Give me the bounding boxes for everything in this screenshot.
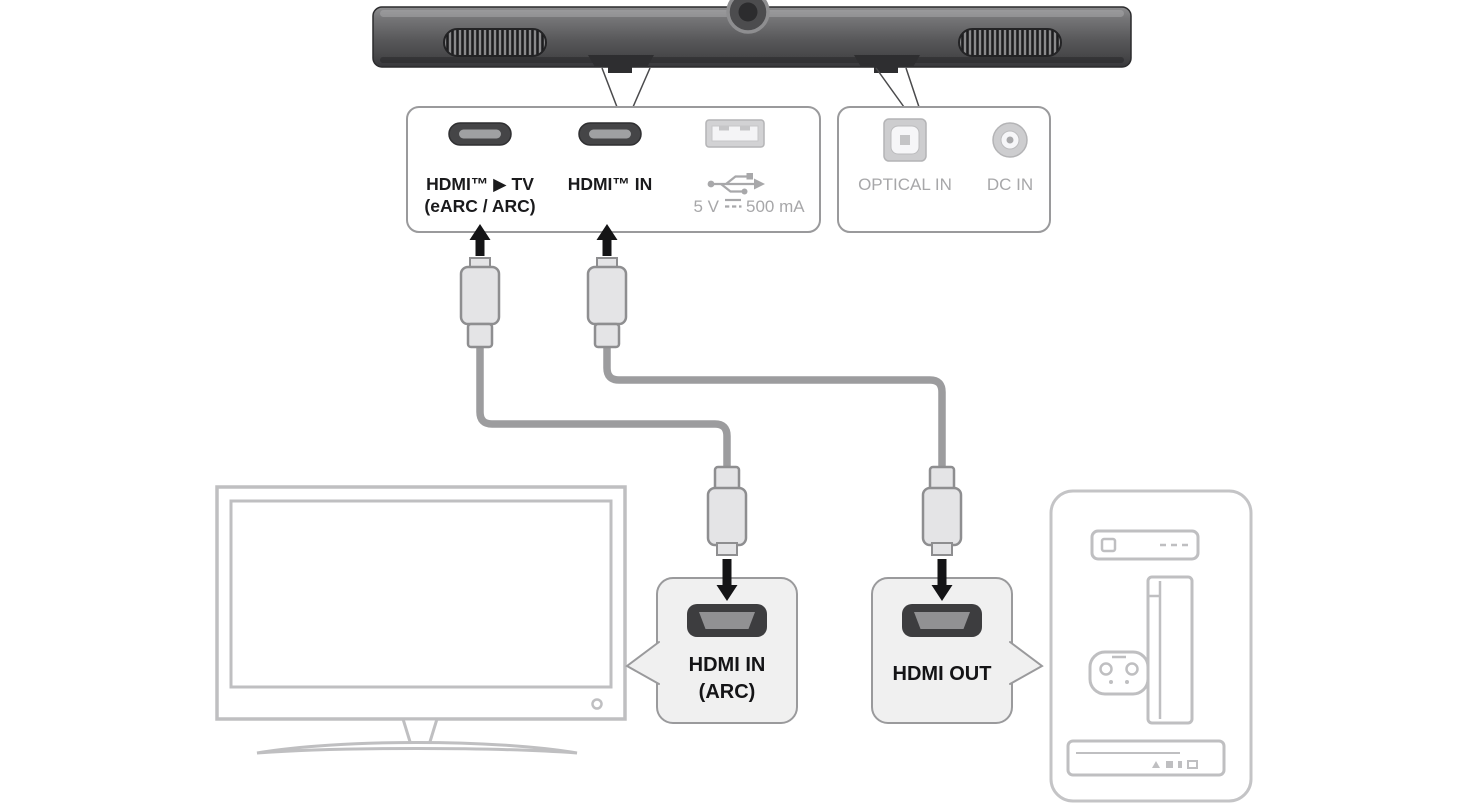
gamepad-icon <box>1088 650 1150 696</box>
soundbar-foot-left <box>588 55 654 73</box>
hdmi-cable-device <box>603 336 946 476</box>
down-arrow-icon <box>716 559 738 601</box>
usb-port-icon <box>705 119 765 148</box>
external-devices-panel <box>1049 489 1253 803</box>
tv-callout-pointer <box>627 642 659 684</box>
tv-port-label-line2: (ARC) <box>699 681 756 703</box>
callout-line <box>601 67 618 108</box>
tv-port-callout: HDMI IN (ARC) <box>625 577 798 724</box>
hdmi-in-port-icon <box>578 122 642 146</box>
tv-screen <box>229 499 613 689</box>
soundbar-bottom-shade <box>380 57 1124 63</box>
device-port-label: HDMI OUT <box>893 663 992 685</box>
tv-port-label-line1: HDMI IN <box>689 654 766 676</box>
device-callout-pointer <box>1010 642 1042 684</box>
usb-rating-prefix: 5 V <box>693 197 719 216</box>
soundbar-grille-right <box>958 28 1062 57</box>
tv-stand-base <box>256 741 578 755</box>
hdmi-port-icon <box>902 604 982 637</box>
dc-jack-icon <box>992 122 1028 158</box>
hdmi-port-icon <box>687 604 767 637</box>
device-port-callout: HDMI OUT <box>871 577 1044 724</box>
soundbar-foot-right <box>854 55 920 73</box>
set-top-box-icon <box>1090 529 1200 561</box>
usb-rating-suffix: 500 mA <box>746 197 805 216</box>
optical-port-icon <box>883 118 927 162</box>
hdmi-tv-port-icon <box>448 122 512 146</box>
hdmi-in-port-label: HDMI™ IN <box>568 174 653 194</box>
soundbar-grille-left <box>443 28 547 57</box>
dc-port-label: DC IN <box>987 175 1033 194</box>
soundbar-illustration <box>372 0 1132 73</box>
tv-illustration <box>215 485 627 755</box>
direct-current-icon <box>725 198 742 208</box>
bluray-player-icon <box>1066 739 1226 777</box>
soundbar-knob-inner <box>738 2 758 22</box>
game-console-icon <box>1146 575 1194 725</box>
callout-line <box>875 67 905 108</box>
hdmi-tv-port-sublabel: (eARC / ARC) <box>424 196 535 216</box>
callout-line <box>905 67 920 108</box>
callout-line <box>632 67 651 108</box>
hdmi-connector-top-right <box>586 257 628 349</box>
callout-pointer-lines <box>601 67 920 108</box>
down-arrow-icon <box>931 559 953 601</box>
hdmi-connector-bottom-left <box>706 465 748 556</box>
rear-ports-panel: HDMI™ ▶ TV (eARC / ARC) HDMI™ IN 5 V 500… <box>406 106 821 233</box>
hdmi-connector-bottom-right <box>921 465 963 556</box>
hdmi-cable-tv <box>476 336 731 476</box>
hdmi-tv-port-label: HDMI™ ▶ TV <box>426 174 534 194</box>
up-arrow-icon <box>469 224 491 256</box>
up-arrow-icon <box>596 224 618 256</box>
power-ports-panel: OPTICAL IN DC IN <box>837 106 1051 233</box>
tv-logo-icon <box>591 698 603 710</box>
hdmi-connector-top-left <box>459 257 501 349</box>
usb-trident-icon <box>707 173 765 195</box>
optical-port-label: OPTICAL IN <box>858 175 952 194</box>
